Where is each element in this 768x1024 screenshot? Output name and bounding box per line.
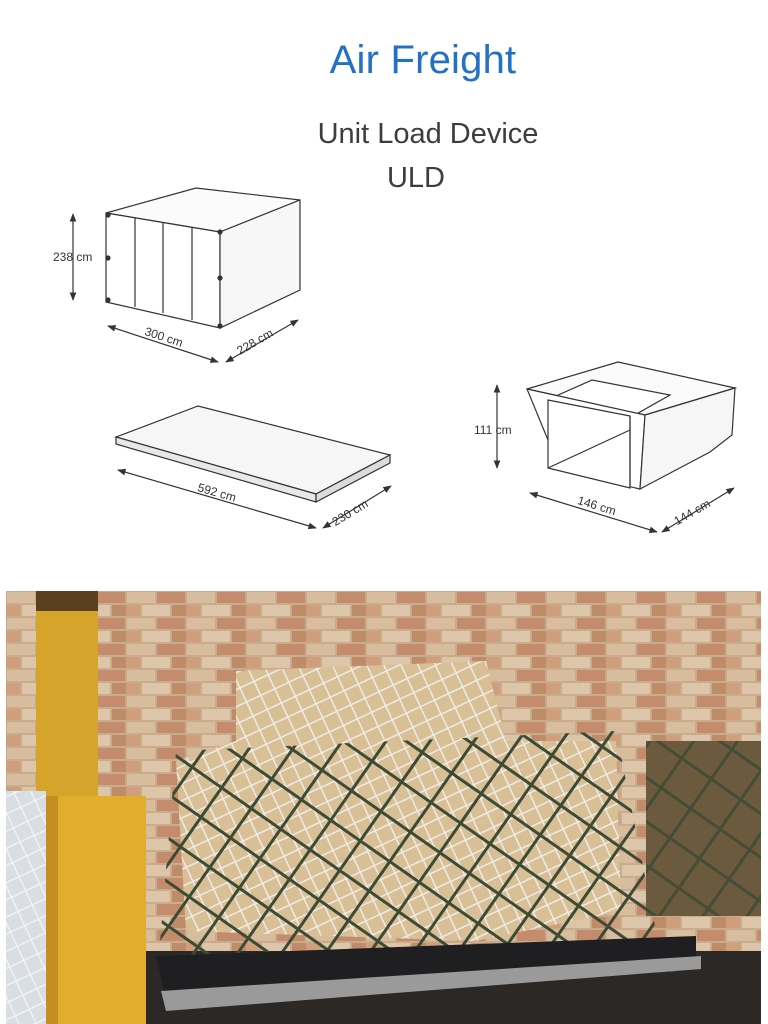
lower-deck-height-label: 111 cm bbox=[474, 423, 512, 437]
box-width-label: 228 cm bbox=[234, 326, 275, 358]
pallet-length-label: 592 cm bbox=[196, 480, 238, 504]
subtitle-line-2: ULD bbox=[386, 162, 445, 194]
uld-diagrams: 238 cm 300 cm 228 cm 592 cm 230 cm 111 c… bbox=[53, 187, 738, 533]
lower-deck-length-label: 146 cm bbox=[576, 493, 618, 518]
lower-deck-dimensions bbox=[493, 384, 735, 533]
subtitle-line-1: Unit Load Device bbox=[317, 118, 539, 150]
cargo-pallet-photo bbox=[6, 591, 761, 1024]
box-length-label: 300 cm bbox=[143, 324, 185, 349]
pallet-dimensions bbox=[117, 468, 392, 530]
lower-deck-width-label: 144 cm bbox=[672, 496, 713, 528]
box-container-drawing bbox=[105, 187, 301, 329]
pallet-width-label: 230 cm bbox=[330, 496, 371, 528]
box-height-label: 238 cm bbox=[53, 250, 92, 264]
pallet-drawing bbox=[114, 405, 392, 503]
lower-deck-container-drawing bbox=[526, 361, 738, 491]
page-title: Air Freight bbox=[329, 38, 517, 82]
box-container-dimensions bbox=[69, 213, 299, 363]
